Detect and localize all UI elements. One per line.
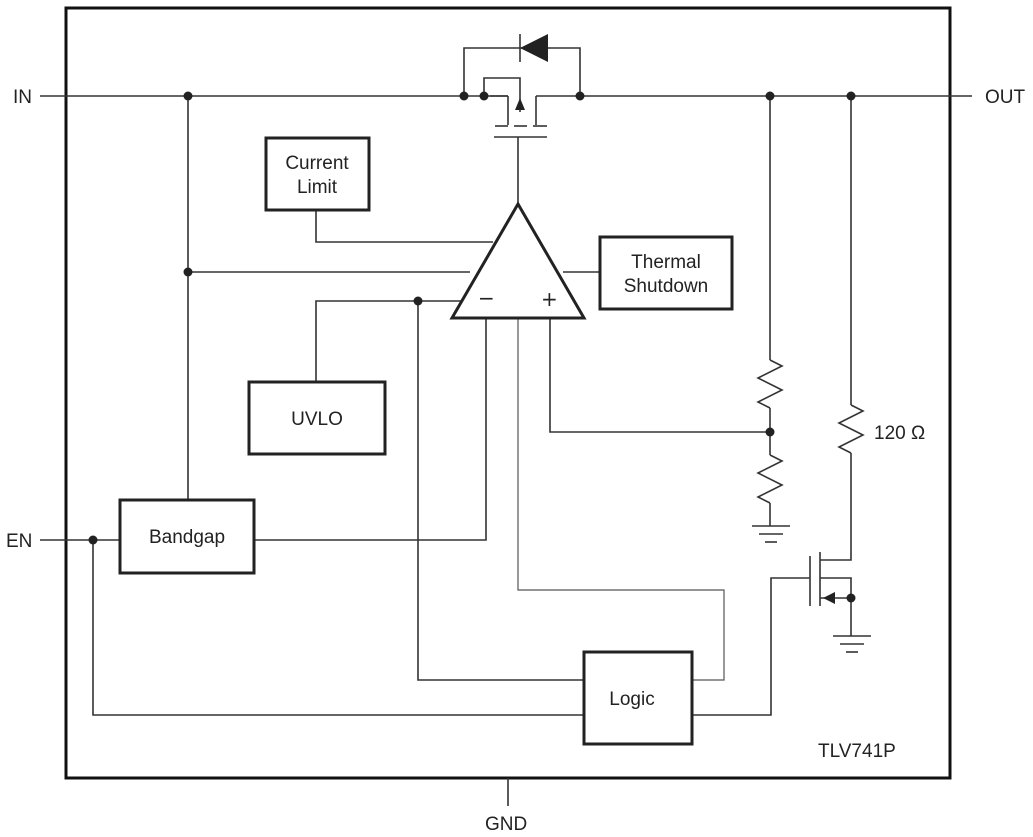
error-amplifier [449, 201, 587, 320]
current-limit-block: Current Limit [264, 136, 371, 212]
current-limit-label-2: Limit [297, 177, 338, 198]
active-discharge [692, 96, 871, 716]
out-pin-label: OUT [985, 87, 1026, 108]
resistor-value-label: 120 Ω [874, 423, 925, 444]
logic-label: Logic [609, 689, 654, 710]
en-pin-label: EN [6, 531, 32, 552]
amp-minus-sign: − [478, 286, 495, 310]
uvlo-label: UVLO [291, 409, 343, 430]
logic-block: Logic [582, 650, 694, 746]
body-diode-icon [520, 34, 548, 62]
thermal-shutdown-label-1: Thermal [631, 252, 701, 273]
thermal-shutdown-block: Thermal Shutdown [598, 235, 734, 311]
en-to-logic-wire [92, 540, 584, 716]
part-number: TLV741P [818, 741, 896, 762]
thermal-shutdown-label-2: Shutdown [624, 276, 709, 297]
current-limit-wire [315, 210, 493, 243]
amp-to-logic-wire [517, 318, 725, 681]
feedback-divider [752, 96, 790, 543]
amp-plus-sign: + [541, 287, 558, 311]
current-limit-label-1: Current [285, 153, 349, 174]
uvlo-block: UVLO [247, 380, 387, 456]
uvlo-to-logic-wire [417, 301, 584, 681]
bandgap-label: Bandgap [149, 527, 225, 548]
reference-wire [254, 318, 487, 541]
junction-dots [88, 91, 856, 603]
gnd-pin-label: GND [485, 814, 527, 835]
bandgap-block: Bandgap [118, 498, 256, 575]
pass-transistor [463, 34, 581, 203]
feedback-wire [549, 318, 770, 433]
in-pin-label: IN [13, 87, 32, 108]
uvlo-wire [315, 300, 470, 382]
